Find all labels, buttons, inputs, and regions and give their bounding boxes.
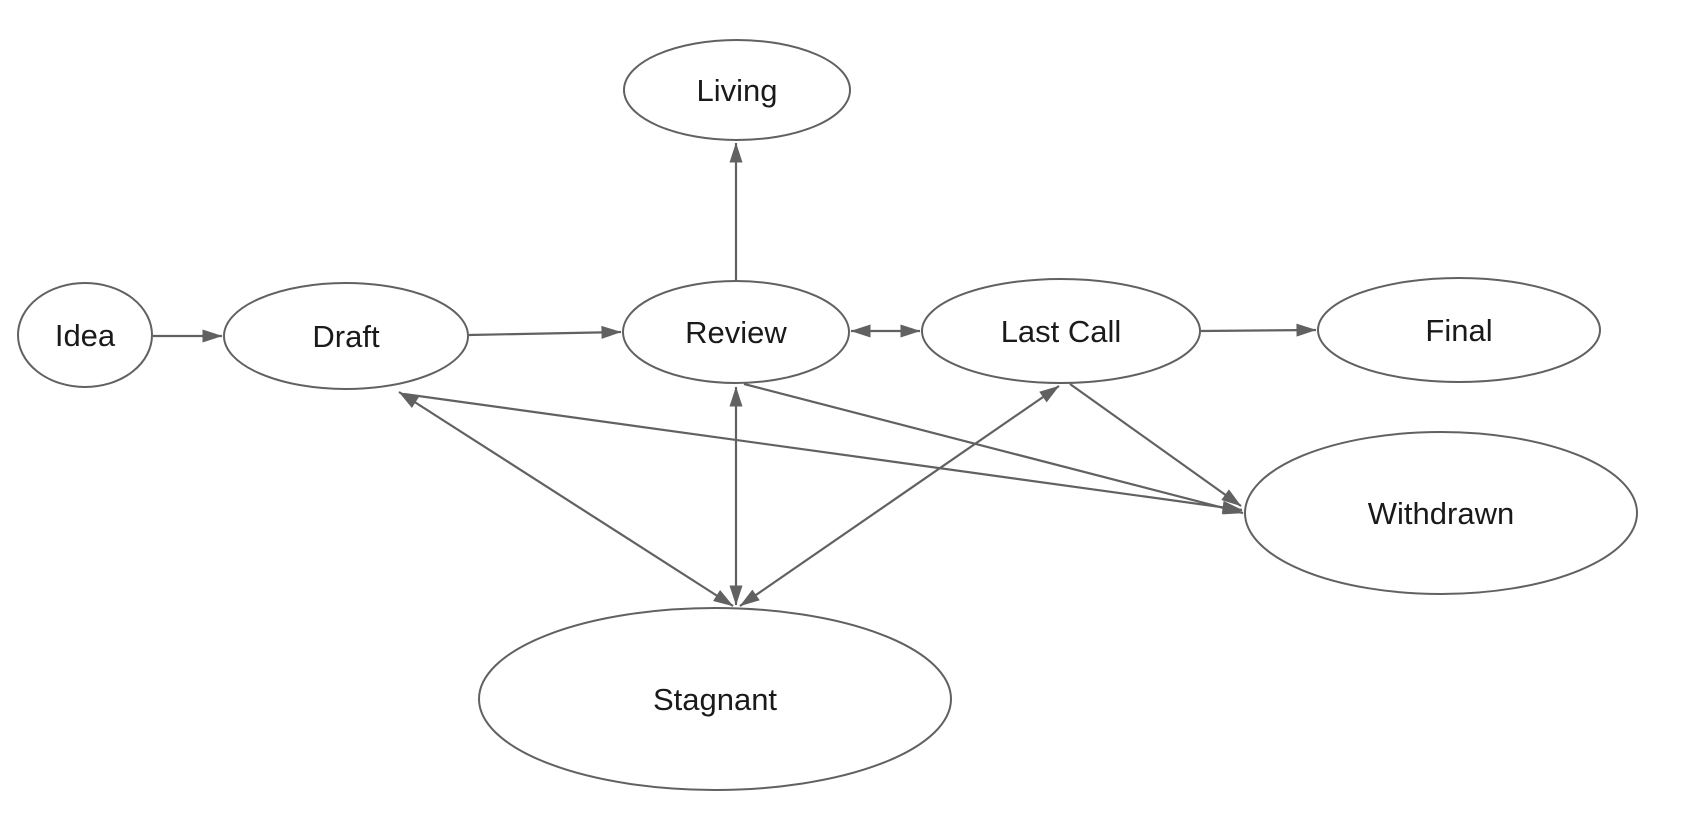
- living-label: Living: [697, 73, 778, 108]
- draft-ellipse: [223, 282, 469, 390]
- living-ellipse: [623, 39, 851, 141]
- edge-draft-review: [468, 325, 622, 339]
- review-label: Review: [685, 315, 787, 350]
- edge-review-withdrawn: [743, 382, 1244, 515]
- last-call-ellipse: [921, 278, 1201, 384]
- edge-lastcall-final: [1200, 323, 1317, 337]
- node-idea: Idea: [17, 282, 153, 388]
- final-label: Final: [1425, 313, 1492, 348]
- last-call-label: Last Call: [1001, 314, 1122, 349]
- node-withdrawn: Withdrawn: [1244, 431, 1638, 595]
- edge-draft-withdrawn: [403, 392, 1243, 514]
- edge-draft-stagnant: [398, 391, 734, 607]
- node-last-call: Last Call: [921, 278, 1201, 384]
- node-layer: Idea Draft Review Last Call Final Living: [17, 39, 1638, 791]
- final-ellipse: [1317, 277, 1601, 383]
- stagnant-label: Stagnant: [653, 682, 777, 717]
- idea-label: Idea: [55, 318, 116, 353]
- node-draft: Draft: [223, 282, 469, 390]
- draft-label: Draft: [312, 319, 380, 354]
- node-review: Review: [622, 280, 850, 384]
- node-living: Living: [623, 39, 851, 141]
- edge-lastcall-stagnant: [739, 385, 1060, 607]
- edge-lastcall-withdrawn: [1069, 383, 1242, 507]
- withdrawn-label: Withdrawn: [1368, 496, 1514, 531]
- idea-ellipse: [17, 282, 153, 388]
- node-final: Final: [1317, 277, 1601, 383]
- edge-layer: [153, 142, 1317, 607]
- node-stagnant: Stagnant: [478, 607, 952, 791]
- stagnant-ellipse: [478, 607, 952, 791]
- withdrawn-ellipse: [1244, 431, 1638, 595]
- review-ellipse: [622, 280, 850, 384]
